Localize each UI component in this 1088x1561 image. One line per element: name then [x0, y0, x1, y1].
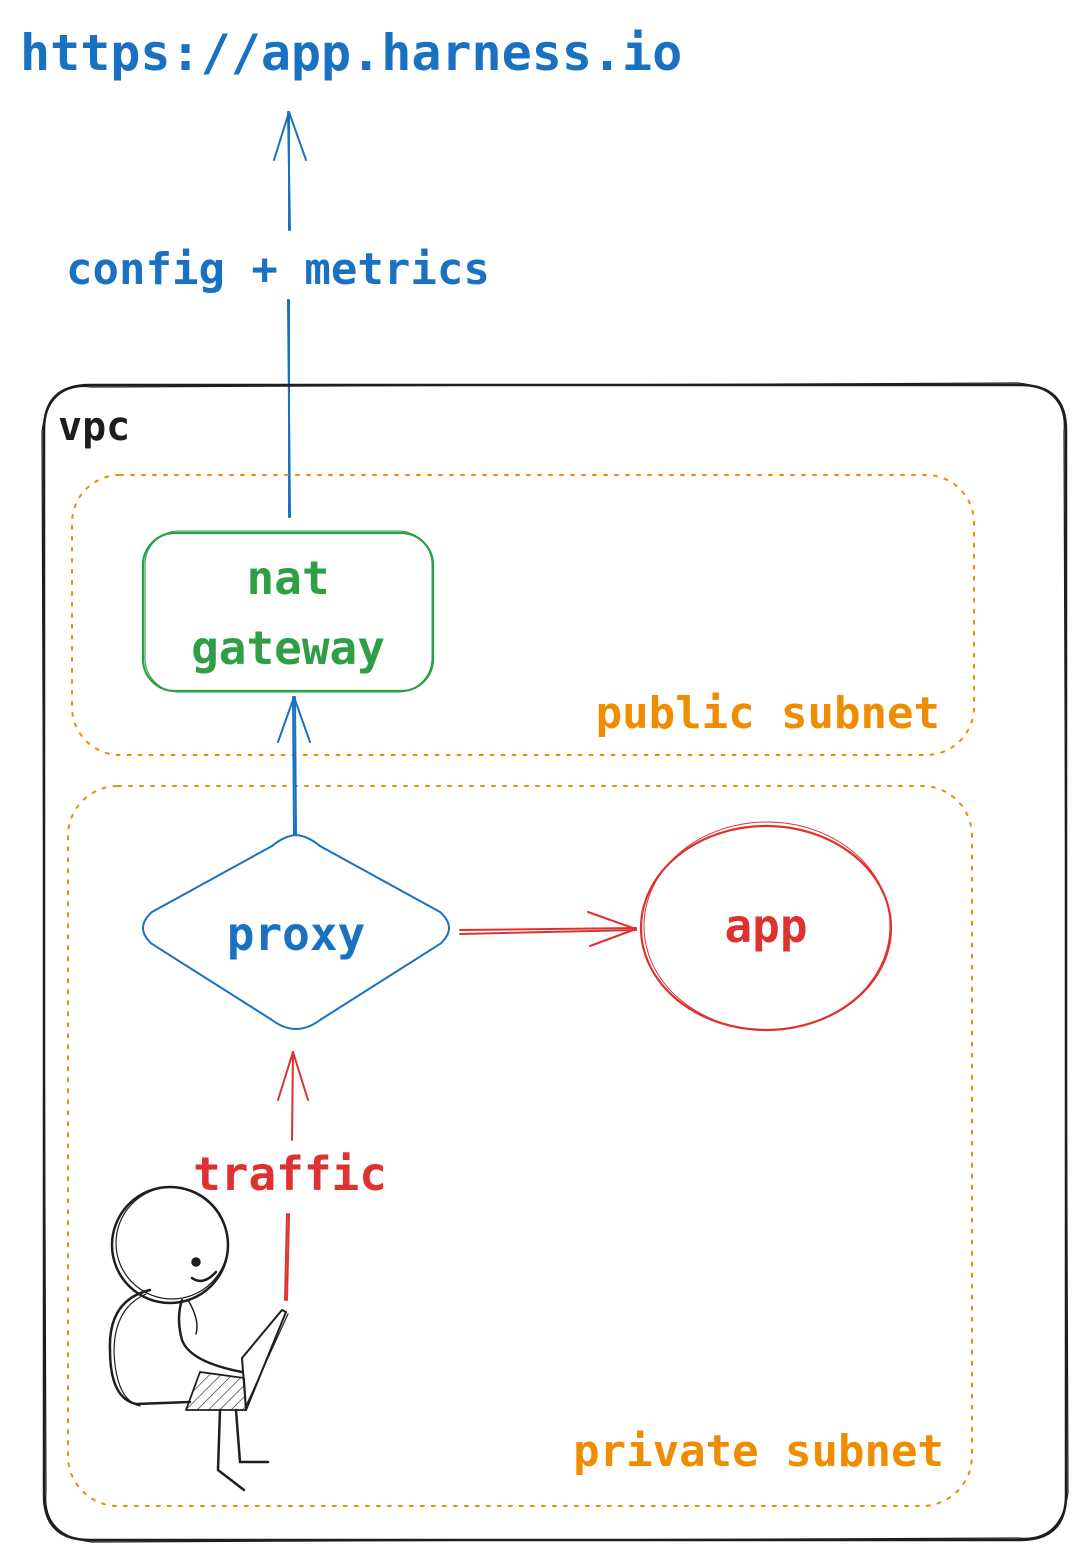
private-subnet-label: private subnet [573, 1426, 944, 1477]
vpc-container [41, 382, 1069, 1543]
endpoint-url: https://app.harness.io [20, 24, 682, 82]
public-subnet-container [71, 474, 975, 756]
private-subnet-container [67, 785, 973, 1507]
proxy-label: proxy [227, 907, 365, 961]
nat-gateway-label-line1: nat [246, 551, 329, 605]
person-with-laptop-icon [108, 1185, 289, 1492]
traffic-arrow [277, 1051, 309, 1301]
config-metrics-arrow [273, 111, 307, 518]
proxy-to-app-arrow [459, 911, 637, 947]
public-subnet-label: public subnet [596, 688, 940, 739]
config-metrics-label: config + metrics [66, 244, 490, 295]
vpc-label: vpc [58, 404, 130, 450]
nat-gateway-label-line2: gateway [191, 621, 385, 675]
app-node: app [639, 821, 893, 1032]
proxy-to-nat-arrow [277, 696, 311, 835]
proxy-node: proxy [142, 833, 450, 1030]
nat-gateway-node: nat gateway [141, 530, 435, 693]
traffic-label: traffic [193, 1147, 387, 1201]
app-label: app [724, 899, 807, 953]
